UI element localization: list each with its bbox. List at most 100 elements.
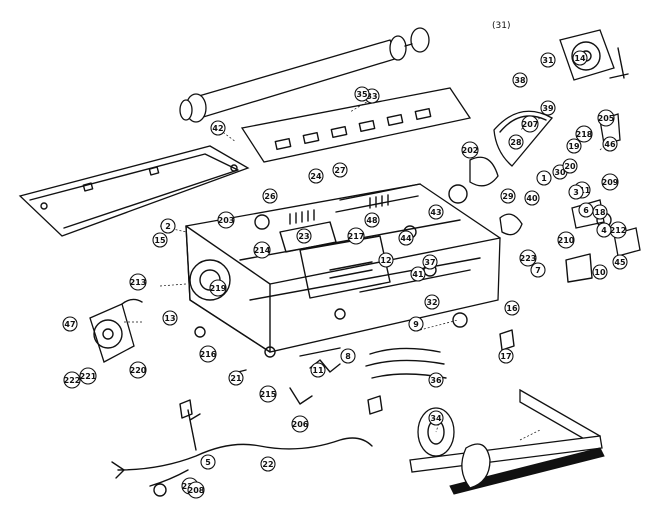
svg-text:216: 216 <box>200 350 217 359</box>
callout-16: 16 <box>504 300 520 316</box>
callout-12: 12 <box>378 252 394 268</box>
svg-text:220: 220 <box>130 366 147 375</box>
callout-48: 48 <box>364 212 380 228</box>
callout-17: 17 <box>498 348 514 364</box>
callout-18: 18 <box>592 204 608 220</box>
callout-34: 34 <box>428 410 444 426</box>
svg-text:33: 33 <box>366 92 377 101</box>
svg-text:3: 3 <box>573 188 579 197</box>
callout-203: 203 <box>217 211 235 229</box>
svg-text:18: 18 <box>594 208 606 217</box>
svg-text:14: 14 <box>574 54 586 63</box>
svg-text:48: 48 <box>366 216 378 225</box>
callout-47: 47 <box>62 316 78 332</box>
callout-8: 8 <box>340 348 356 364</box>
svg-text:207: 207 <box>522 120 539 129</box>
svg-text:17: 17 <box>500 352 511 361</box>
svg-text:218: 218 <box>576 130 593 139</box>
svg-text:16: 16 <box>506 304 518 313</box>
callout-39: 39 <box>540 100 556 116</box>
svg-text:4: 4 <box>601 226 607 235</box>
callout-217: 217 <box>347 227 365 245</box>
svg-text:10: 10 <box>594 268 606 277</box>
callout-29: 29 <box>500 188 516 204</box>
svg-text:215: 215 <box>260 390 277 399</box>
svg-text:219: 219 <box>210 284 227 293</box>
callout-215: 215 <box>259 385 277 403</box>
callout-45: 45 <box>612 254 628 270</box>
svg-text:34: 34 <box>430 414 442 423</box>
svg-text:11: 11 <box>312 366 324 375</box>
svg-text:203: 203 <box>218 216 235 225</box>
callout-40: 40 <box>524 190 540 206</box>
callout-layer: 3142332627242320321921748441222212162152… <box>62 50 628 499</box>
svg-text:15: 15 <box>154 236 166 245</box>
callout-32: 32 <box>424 294 440 310</box>
callout-213: 213 <box>129 273 147 291</box>
spring-link-set <box>299 347 447 379</box>
svg-text:30: 30 <box>554 168 566 177</box>
callout-15: 15 <box>152 232 168 248</box>
callout-4: 4 <box>596 222 612 238</box>
svg-text:28: 28 <box>510 138 522 147</box>
svg-text:5: 5 <box>205 458 211 467</box>
cable-harness <box>111 409 373 497</box>
svg-text:20: 20 <box>564 162 576 171</box>
callout-19: 19 <box>566 138 582 154</box>
svg-text:222: 222 <box>64 376 81 385</box>
paper-guide-plate <box>240 87 472 163</box>
svg-text:42: 42 <box>212 124 223 133</box>
svg-text:217: 217 <box>348 232 365 241</box>
callout-38: 38 <box>512 72 528 88</box>
callout-27: 27 <box>332 162 348 178</box>
svg-text:38: 38 <box>514 76 526 85</box>
callout-216: 216 <box>199 345 217 363</box>
svg-text:36: 36 <box>430 376 442 385</box>
callout-205: 205 <box>597 109 615 127</box>
svg-text:39: 39 <box>542 104 554 113</box>
svg-text:24: 24 <box>310 172 322 181</box>
callout-202: 202 <box>461 141 479 159</box>
svg-text:221: 221 <box>80 372 97 381</box>
svg-text:29: 29 <box>502 192 514 201</box>
svg-text:12: 12 <box>380 256 391 265</box>
callout-44: 44 <box>398 230 414 246</box>
callout-221: 221 <box>79 367 97 385</box>
svg-text:41: 41 <box>412 270 424 279</box>
callout-206: 206 <box>291 415 309 433</box>
callout-210: 210 <box>557 231 575 249</box>
callout-22: 22 <box>260 456 276 472</box>
callout-7: 7 <box>530 262 546 278</box>
callout-14: 14 <box>572 50 588 66</box>
callout-10: 10 <box>592 264 608 280</box>
svg-text:7: 7 <box>535 266 541 275</box>
svg-text:31: 31 <box>542 56 554 65</box>
svg-text:23: 23 <box>298 232 309 241</box>
svg-text:205: 205 <box>598 114 615 123</box>
svg-text:206: 206 <box>292 420 309 429</box>
svg-text:210: 210 <box>558 236 575 245</box>
callout-31: 31 <box>540 52 556 68</box>
callout-222: 222 <box>63 371 81 389</box>
svg-text:6: 6 <box>583 206 589 215</box>
svg-text:208: 208 <box>188 486 205 495</box>
svg-text:27: 27 <box>334 166 345 175</box>
bail-frame <box>18 145 250 237</box>
callout-9: 9 <box>408 316 424 332</box>
svg-text:45: 45 <box>614 258 626 267</box>
svg-text:13: 13 <box>164 314 175 323</box>
callout-21: 21 <box>228 370 244 386</box>
svg-text:223: 223 <box>520 254 537 263</box>
svg-text:37: 37 <box>424 258 435 267</box>
callout-13: 13 <box>162 310 178 326</box>
svg-text:2: 2 <box>165 222 171 231</box>
svg-text:1: 1 <box>541 174 547 183</box>
left-stepper-motor <box>89 298 143 363</box>
svg-text:47: 47 <box>64 320 75 329</box>
callout-6: 6 <box>578 202 594 218</box>
svg-text:212: 212 <box>610 226 627 235</box>
callout-209: 209 <box>601 173 619 191</box>
callout-24: 24 <box>308 168 324 184</box>
callout-212: 212 <box>609 221 627 239</box>
